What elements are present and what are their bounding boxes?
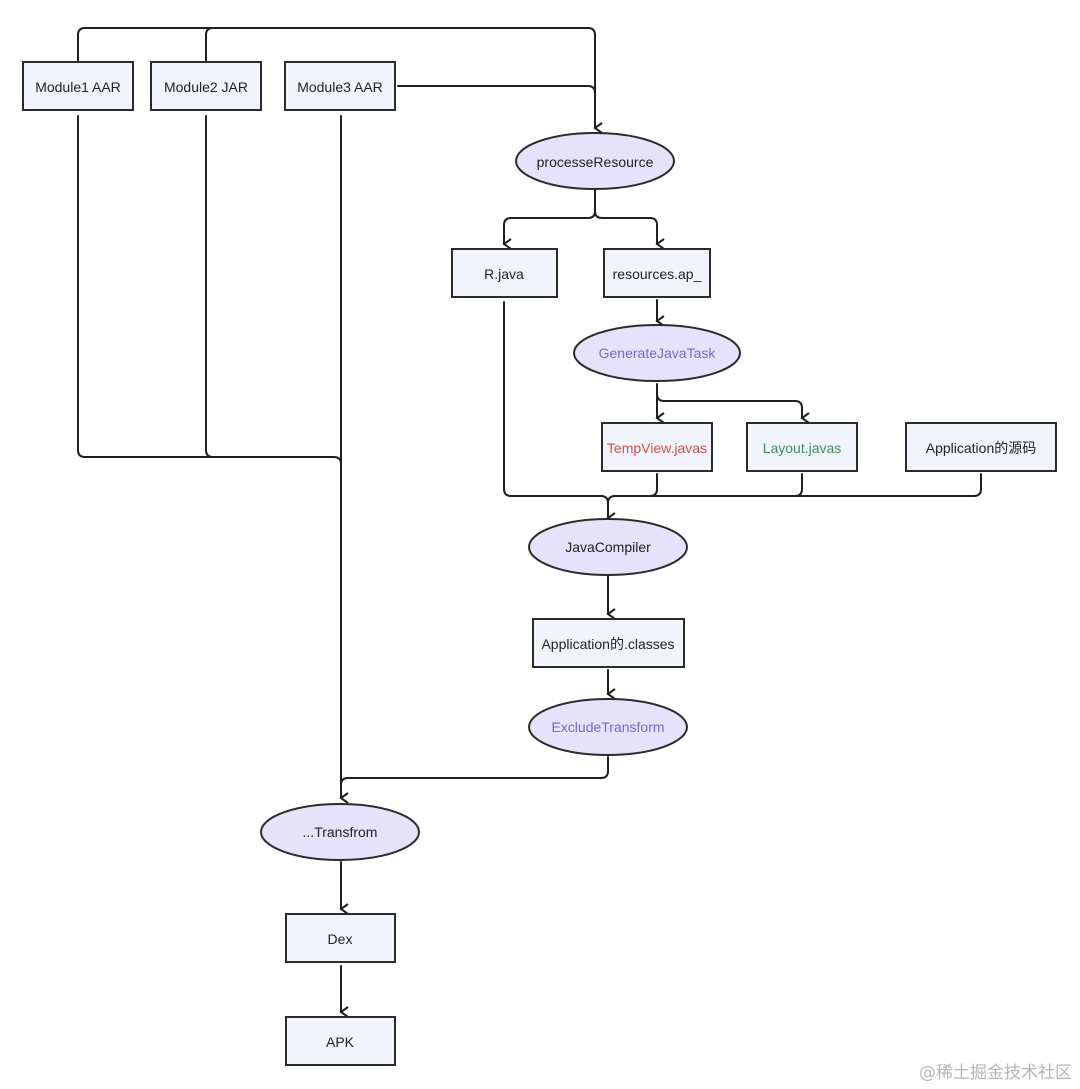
watermark: @稀土掘金技术社区: [919, 1063, 1072, 1083]
node-label: ExcludeTransform: [551, 719, 664, 735]
node-generate-java-task: GenerateJavaTask: [573, 324, 741, 382]
node-layout-javas: Layout.javas: [746, 422, 858, 472]
edge-module2-to-processresource: [205, 27, 214, 63]
edge-module1-to-processresource: [77, 27, 603, 134]
node-label: APK: [326, 1034, 355, 1050]
edge-module2-to-transform: [205, 115, 214, 458]
node-transform: ...Transfrom: [260, 803, 420, 861]
node-label: JavaCompiler: [565, 539, 651, 555]
node-java-compiler: JavaCompiler: [528, 518, 688, 576]
node-resources-ap: resources.ap_: [603, 248, 711, 298]
node-label: R.java: [484, 266, 524, 282]
node-module2-jar: Module2 JAR: [150, 61, 262, 111]
node-label: processeResource: [537, 154, 654, 170]
node-module3-aar: Module3 AAR: [284, 61, 396, 111]
node-label: Module3 AAR: [297, 79, 383, 95]
node-label: Layout.javas: [763, 440, 842, 456]
node-tempview-javas: TempView.javas: [601, 422, 713, 472]
node-apk: APK: [285, 1016, 396, 1066]
node-label: TempView.javas: [607, 440, 707, 456]
edge-module1-to-transform: [77, 115, 342, 465]
edge-excludetransform-to-transform: [340, 756, 609, 786]
node-label: Dex: [328, 931, 353, 947]
node-dex: Dex: [285, 913, 396, 963]
node-application-source: Application的源码: [905, 422, 1057, 472]
node-label: Module1 AAR: [35, 79, 121, 95]
node-label: Application的源码: [926, 440, 1037, 456]
edge-processresource-to-rjava: [502, 189, 596, 250]
node-application-classes: Application的.classes: [532, 618, 685, 668]
node-label: ...Transfrom: [303, 824, 378, 840]
edge-layout-to-javacompiler: [614, 473, 803, 497]
node-r-java: R.java: [451, 248, 558, 298]
node-label: GenerateJavaTask: [599, 345, 717, 361]
edge-module3-to-processresource: [397, 85, 596, 94]
node-label: Application的.classes: [541, 636, 674, 652]
edge-appsource-to-javacompiler: [794, 473, 982, 497]
node-exclude-transform: ExcludeTransform: [528, 698, 688, 756]
node-label: Module2 JAR: [164, 79, 248, 95]
edge-processresource-to-resourcesap: [594, 210, 665, 250]
edge-tempview-to-javacompiler: [607, 473, 658, 504]
node-module1-aar: Module1 AAR: [22, 61, 134, 111]
node-label: resources.ap_: [613, 266, 702, 282]
edges: [77, 27, 982, 1018]
node-processe-resource: processeResource: [515, 132, 675, 190]
edge-generatejavatask-to-layout: [656, 393, 810, 424]
